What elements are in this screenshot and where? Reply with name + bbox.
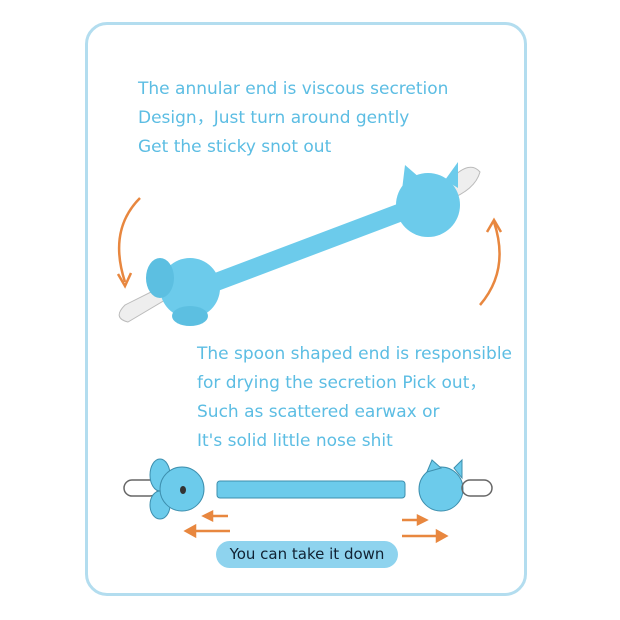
text-line: It's solid little nose shit <box>197 431 393 451</box>
text-line: The annular end is viscous secretion <box>138 79 449 99</box>
arrow-left-icon <box>183 509 230 539</box>
annular-end-description: The annular end is viscous secretion Des… <box>138 75 448 162</box>
text-line: Get the sticky snot out <box>138 137 332 157</box>
text-line: Such as scattered earwax or <box>197 402 440 422</box>
arrow-right-icon <box>402 513 449 544</box>
disassembled-product <box>123 458 493 544</box>
content-frame <box>85 22 527 596</box>
detach-label: You can take it down <box>216 541 398 568</box>
curved-arrow-right-icon <box>479 221 501 306</box>
nose-cleaner-product <box>118 162 481 326</box>
curved-arrow-left-icon <box>117 197 141 283</box>
text-line: Design，Just turn around gently <box>138 108 410 128</box>
text-line: for drying the secretion Pick out， <box>197 373 487 393</box>
text-line: The spoon shaped end is responsible <box>197 344 513 364</box>
spoon-end-description: The spoon shaped end is responsible for … <box>197 340 512 456</box>
